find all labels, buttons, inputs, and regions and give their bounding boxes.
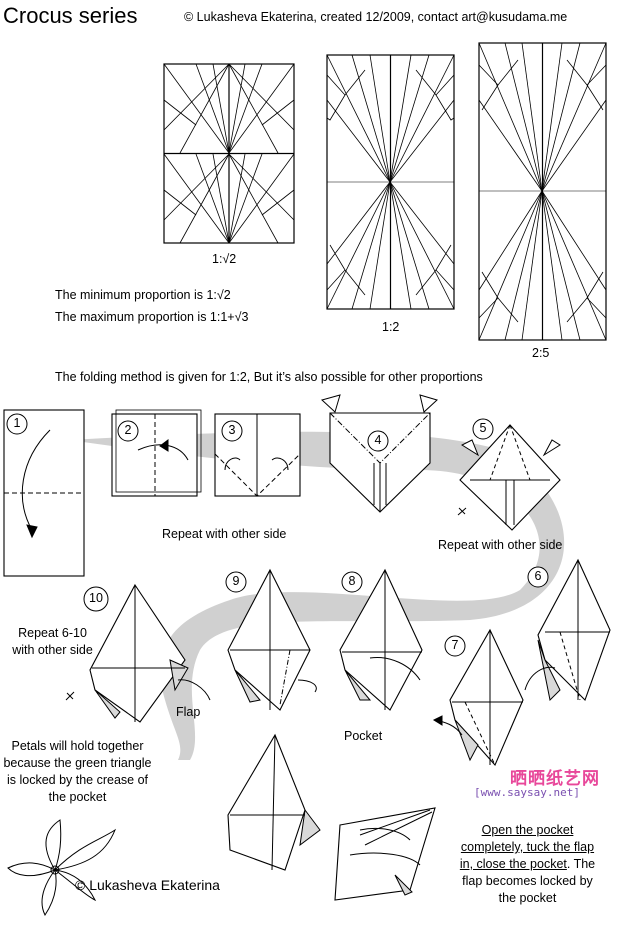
caption-flap: Flap	[176, 705, 201, 719]
footer-credit: © Lukasheva Ekaterina	[75, 877, 220, 893]
step-circle-4	[367, 430, 389, 452]
final-note-line-4: flap becomes locked by	[462, 874, 593, 888]
step-circle-5	[472, 418, 494, 440]
step-10-diagram	[89, 583, 211, 723]
final-note-line-5: the pocket	[498, 891, 557, 905]
step-circle-1	[6, 413, 28, 435]
step-number-5: 5	[479, 421, 487, 435]
step-number-8: 8	[348, 574, 356, 588]
step-circle-9	[225, 571, 247, 593]
petals-note-line-4: the pocket	[48, 790, 107, 804]
max-proportion-note: The maximum proportion is 1:1+√3	[55, 310, 249, 324]
watermark-site-name: 晒晒纸艺网	[510, 769, 600, 788]
pattern-label-3: 2:5	[532, 346, 550, 360]
watermark-site-url: [www.saysay.net]	[474, 786, 580, 799]
step-circle-8	[341, 571, 363, 593]
step-number-6: 6	[534, 569, 542, 583]
step-1-diagram	[3, 409, 85, 577]
step-7-diagram	[432, 628, 524, 767]
step-5-diagram	[459, 424, 561, 531]
step-markers	[65, 507, 467, 701]
caption-repeat-6-10-line-1: Repeat 6-10	[18, 626, 87, 640]
final-note-line-3: in, close the pocket. The	[459, 857, 596, 871]
step-9-diagram	[227, 568, 317, 711]
final-diagram	[227, 733, 436, 901]
step-circle-3	[221, 420, 243, 442]
caption-pocket: Pocket	[344, 729, 383, 743]
step-number-circles	[6, 413, 549, 657]
step-number-4: 4	[374, 433, 382, 447]
final-note-line-1: Open the pocket	[481, 823, 574, 837]
final-note-line-2: completely, tuck the flap	[460, 840, 595, 854]
step-circle-6	[527, 566, 549, 588]
method-note: The folding method is given for 1:2, But…	[55, 370, 483, 384]
header-credit: © Lukasheva Ekaterina, created 12/2009, …	[184, 10, 568, 24]
caption-repeat-6-10-line-2: with other side	[12, 643, 93, 657]
step-number-2: 2	[124, 423, 132, 437]
page-title: Crocus series	[3, 3, 138, 28]
step-circle-2	[117, 420, 139, 442]
step-number-10: 10	[89, 591, 103, 605]
step-number-9: 9	[232, 574, 240, 588]
step-number-1: 1	[13, 416, 21, 430]
caption-repeat-1: Repeat with other side	[162, 527, 287, 541]
min-proportion-note: The minimum proportion is 1:√2	[55, 288, 231, 302]
petals-note-line-3: is locked by the crease of	[6, 773, 149, 787]
step-circle-7	[444, 635, 466, 657]
step-6-diagram	[524, 558, 611, 702]
step-4-diagram	[321, 394, 438, 513]
crease-pattern-3	[478, 42, 607, 341]
pattern-label-2: 1:2	[382, 320, 400, 334]
flower-logo-icon	[7, 819, 117, 916]
petals-note-line-1: Petals will hold together	[11, 739, 144, 753]
step-number-3: 3	[228, 423, 236, 437]
sequence-ribbon	[70, 431, 565, 760]
petals-note-line-2: because the green triangle	[3, 756, 152, 770]
step-number-7: 7	[451, 638, 459, 652]
crease-pattern-1	[163, 63, 295, 244]
crease-pattern-2	[326, 54, 455, 310]
pattern-label-1: 1:√2	[212, 252, 237, 266]
step-circle-10	[83, 586, 109, 612]
caption-repeat-2: Repeat with other side	[438, 538, 563, 552]
step-8-diagram	[339, 568, 423, 711]
